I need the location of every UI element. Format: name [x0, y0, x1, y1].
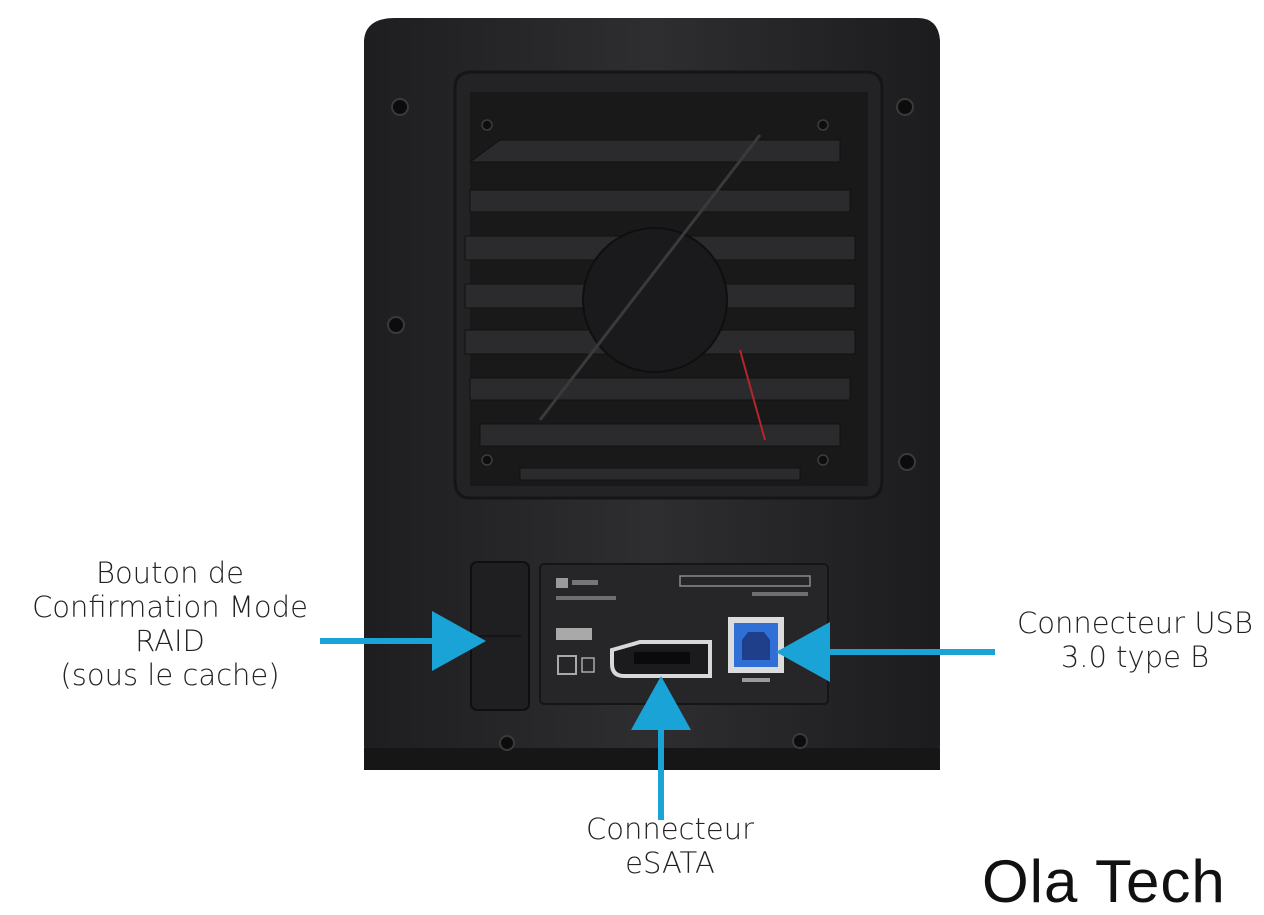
callout-usb-line-1: Connecteur USB [1017, 606, 1253, 640]
corner-screws [387, 98, 916, 751]
callout-raid-line-1: Bouton de [95, 556, 245, 590]
callout-esata-connector: Connecteur eSATA [540, 812, 800, 880]
callout-esata-line-1: Connecteur [585, 812, 755, 846]
callout-raid-line-4: (sous le cache) [60, 658, 280, 692]
port-panel [539, 563, 829, 705]
esata-port [610, 640, 712, 678]
callout-usb-connector: Connecteur USB 3.0 type B [990, 606, 1264, 674]
raid-button-cover [470, 561, 530, 711]
fan-grille [453, 70, 884, 500]
brand-logo: Ola Tech [982, 848, 1226, 915]
callout-usb-line-2: 3.0 type B [1060, 640, 1210, 674]
callout-esata-line-2: eSATA [625, 846, 715, 880]
enclosure-diagram [320, 18, 995, 820]
usb-port [728, 617, 784, 682]
callout-raid-line-2: Confirmation Mode [32, 590, 308, 624]
callout-arrows [320, 611, 995, 820]
callout-raid-line-3: RAID [135, 624, 205, 658]
callout-raid-button: Bouton de Confirmation Mode RAID (sous l… [20, 556, 320, 692]
